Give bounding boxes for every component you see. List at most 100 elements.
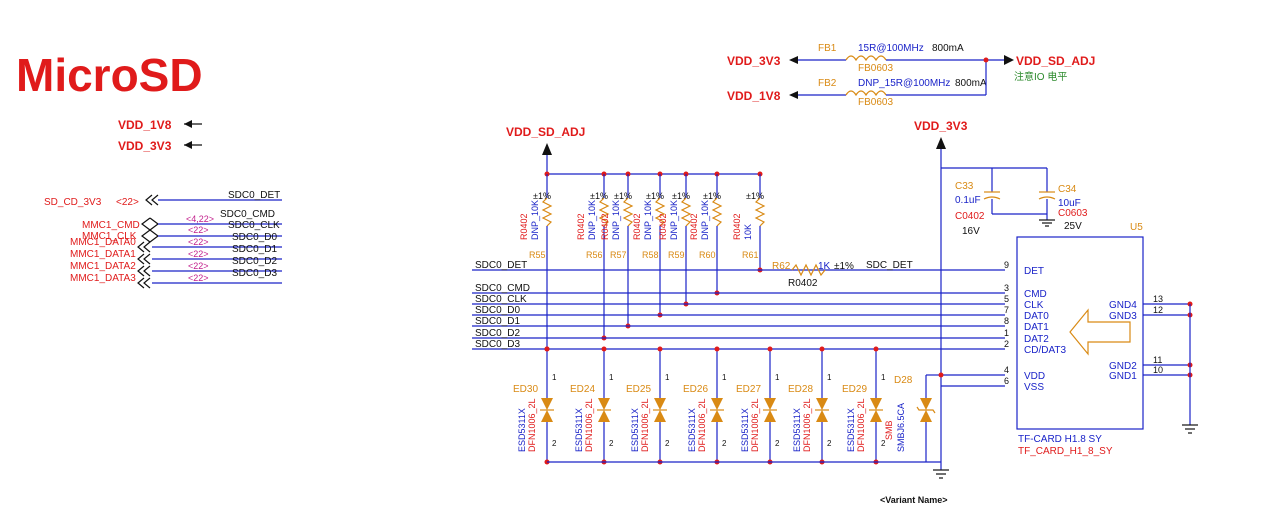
svg-text:DFN1006_2L: DFN1006_2L [697,398,707,452]
svg-text:GND2: GND2 [1109,361,1137,372]
svg-text:16V: 16V [962,226,980,237]
svg-text:SMBJ6.5CA: SMBJ6.5CA [896,403,906,452]
svg-text:800mA: 800mA [932,43,964,54]
svg-text:R55: R55 [529,250,546,260]
svg-text:C33: C33 [955,181,974,192]
svg-text:R0402: R0402 [689,213,699,240]
resistor-r62: R62 1K ±1% R0402 SDC_DET [772,260,913,289]
svg-text:12: 12 [1153,305,1163,315]
pin-cd-dat3: 2CD/DAT3 [1004,339,1066,356]
svg-text:±1%: ±1% [834,261,854,272]
svg-text:DAT1: DAT1 [1024,322,1049,333]
svg-text:±1%: ±1% [533,191,551,201]
svg-text:TF_CARD_H1_8_SY: TF_CARD_H1_8_SY [1018,446,1113,457]
svg-text:2: 2 [775,439,780,448]
svg-text:DFN1006_2L: DFN1006_2L [856,398,866,452]
svg-text:±1%: ±1% [746,191,764,201]
svg-text:3: 3 [1004,283,1009,293]
svg-text:TF-CARD H1.8 SY: TF-CARD H1.8 SY [1018,434,1102,445]
svg-text:R61: R61 [742,250,759,260]
svg-text:ED27: ED27 [736,384,761,395]
svg-text:<22>: <22> [116,197,139,208]
svg-text:1: 1 [827,373,832,382]
svg-text:13: 13 [1153,294,1163,304]
svg-text:SMB: SMB [884,420,894,440]
svg-text:FB0603: FB0603 [858,63,893,74]
svg-text:2: 2 [552,439,557,448]
svg-text:11: 11 [1153,355,1162,365]
svg-text:9: 9 [1004,260,1009,270]
svg-text:ESD5311X: ESD5311X [630,408,640,452]
svg-text:ED28: ED28 [788,384,813,395]
svg-text:1: 1 [722,373,727,382]
svg-text:1K: 1K [818,261,831,272]
svg-text:ESD5311X: ESD5311X [574,408,584,452]
svg-text:7: 7 [1004,305,1009,315]
svg-text:MMC1_DATA1: MMC1_DATA1 [70,249,136,260]
svg-text:DFN1006_2L: DFN1006_2L [750,398,760,452]
svg-text:DAT0: DAT0 [1024,311,1049,322]
svg-text:FB1: FB1 [818,43,837,54]
svg-text:10K: 10K [743,224,753,240]
svg-text:DFN1006_2L: DFN1006_2L [584,398,594,452]
svg-text:2: 2 [665,439,670,448]
svg-text:SDC0_D1: SDC0_D1 [475,316,520,327]
svg-text:2: 2 [1004,339,1009,349]
svg-text:2: 2 [722,439,727,448]
svg-text:<4,22>: <4,22> [186,214,214,224]
svg-text:ED26: ED26 [683,384,708,395]
svg-text:CLK: CLK [1024,300,1044,311]
svg-text:±1%: ±1% [614,191,632,201]
svg-text:±1%: ±1% [703,191,721,201]
rail-label-sd-adj: VDD_SD_ADJ [506,125,585,139]
svg-text:SDC0_DET: SDC0_DET [475,260,527,271]
svg-text:<22>: <22> [188,273,209,283]
svg-text:R0402: R0402 [576,213,586,240]
svg-text:<22>: <22> [188,249,209,259]
svg-text:R57: R57 [610,250,627,260]
svg-text:SDC0_D3: SDC0_D3 [475,339,520,350]
svg-text:MMC1_DATA3: MMC1_DATA3 [70,273,136,284]
svg-text:CMD: CMD [1024,289,1047,300]
svg-text:MMC1_DATA2: MMC1_DATA2 [70,261,136,272]
svg-text:10uF: 10uF [1058,198,1081,209]
svg-text:800mA: 800mA [955,78,987,89]
svg-text:0.1uF: 0.1uF [955,195,981,206]
page-title: MicroSD [16,49,203,101]
svg-text:VDD_1V8: VDD_1V8 [727,89,781,103]
svg-text:DNP_10K: DNP_10K [643,200,653,240]
svg-text:1: 1 [881,373,886,382]
svg-text:SDC0_D3: SDC0_D3 [232,268,277,279]
svg-text:SDC0_CLK: SDC0_CLK [228,220,280,231]
svg-text:DET: DET [1024,266,1044,277]
svg-text:1: 1 [609,373,614,382]
svg-text:SDC0_CMD: SDC0_CMD [220,209,275,220]
ferrite-out-net: VDD_SD_ADJ [1016,54,1095,68]
svg-text:MMC1_DATA0: MMC1_DATA0 [70,237,136,248]
svg-text:SDC0_DET: SDC0_DET [228,190,280,201]
rail-label-3v3: VDD_3V3 [914,119,968,133]
svg-text:R0402: R0402 [732,213,742,240]
power-port-vdd-3v3: VDD_3V3 [118,139,202,153]
svg-text:5: 5 [1004,294,1009,304]
svg-text:1: 1 [1004,328,1009,338]
svg-text:DNP_15R@100MHz: DNP_15R@100MHz [858,78,950,89]
svg-text:VDD_1V8: VDD_1V8 [118,118,172,132]
svg-text:10: 10 [1153,365,1163,375]
svg-text:1: 1 [552,373,557,382]
svg-text:R0402: R0402 [519,213,529,240]
svg-text:25V: 25V [1064,221,1082,232]
